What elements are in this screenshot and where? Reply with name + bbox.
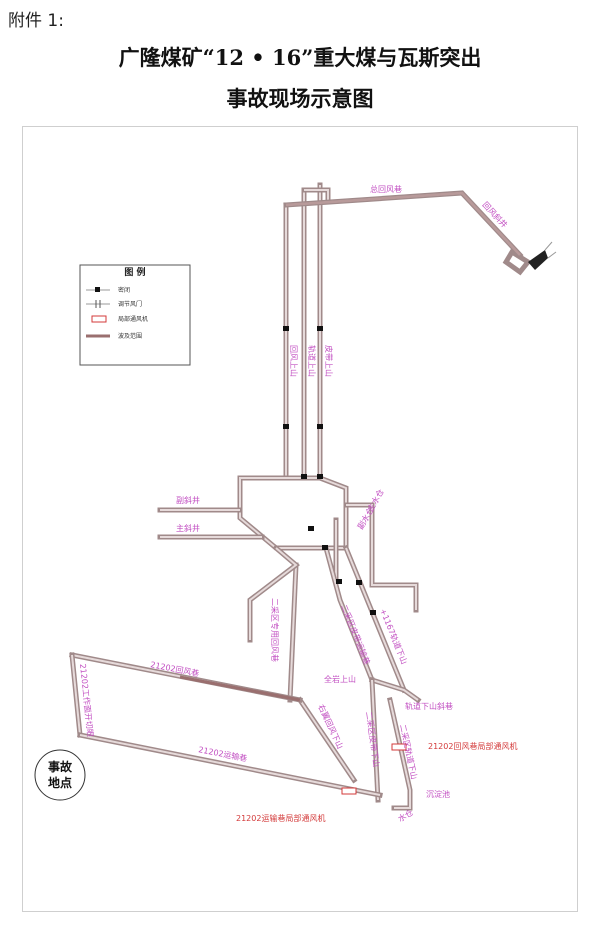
label-21202-yun-shu-fan: 21202运输巷局部通风机: [236, 813, 325, 823]
map-frame: [22, 126, 578, 912]
seal-mark: [317, 326, 323, 331]
page-title: 广隆煤矿“12 • 16”重大煤与瓦斯突出: [118, 45, 482, 70]
seal-mark: [317, 424, 323, 429]
label-21202-hui-feng-fan: 21202回风巷局部通风机: [428, 741, 517, 751]
seal-mark: [336, 579, 342, 584]
seal-mark: [370, 610, 376, 615]
legend-item-local-fan: 局部通风机: [91, 315, 148, 323]
legend: 图 例 密闭 调节风门 局部通风机 波及范围: [79, 264, 191, 366]
label-gui-dao-xia-shan-xie-xiang: 轨道下山斜巷: [405, 701, 453, 711]
seal-mark: [301, 474, 307, 479]
seal-mark: [317, 474, 323, 479]
seal-mark: [283, 326, 289, 331]
accident-location: 事故 地点: [34, 749, 86, 801]
seal-mark: [308, 526, 314, 531]
roadway-hui-feng-xie-jing-end: [502, 248, 532, 276]
legend-box: [79, 264, 191, 366]
label-gui-dao-shang-shan: 轨道上山: [307, 345, 317, 377]
label-fu-xie-jing: 副斜井: [176, 495, 200, 505]
legend-item-seal: 密闭: [86, 286, 130, 294]
page-subtitle: 事故现场示意图: [226, 86, 374, 111]
legend-label: 波及范围: [118, 332, 142, 340]
seal-markers: [283, 326, 376, 615]
attachment-label: 附件 1:: [8, 11, 64, 31]
seal-mark: [356, 580, 362, 585]
seal-mark: [283, 424, 289, 429]
label-zhu-xie-jing: 主斜井: [176, 523, 200, 533]
legend-label: 调节风门: [118, 300, 142, 308]
label-chen-dian-chi: 沉淀池: [426, 789, 450, 799]
legend-label: 局部通风机: [118, 315, 148, 323]
accident-text-line2: 地点: [48, 775, 72, 790]
seal-mark: [322, 545, 328, 550]
label-quan-yan-shang-shan: 全岩上山: [324, 674, 356, 684]
label-er-cai-zhuan-yong-hui-feng-xiang: 二采区专用回风巷: [270, 598, 280, 662]
accident-location-circle: [34, 749, 86, 801]
local-fans: [341, 743, 407, 795]
main-fan-icon: [528, 250, 548, 270]
label-pi-dai-shang-shan: 皮带上山: [324, 345, 334, 377]
label-zong-hui-feng-xiang: 总回风巷: [370, 184, 402, 194]
roadway-shui-cang: [343, 502, 419, 613]
local-fan-icon: [341, 787, 357, 795]
accident-text-line1: 事故: [48, 759, 73, 774]
local-fan-icon: [391, 743, 407, 751]
label-hui-feng-shang-shan: 回风上山: [289, 345, 299, 377]
label-er-cai-pi-dai-yun-shu-xiang: 二采区皮带运输巷: [339, 603, 372, 666]
legend-label: 密闭: [118, 286, 130, 294]
legend-item-regulator: 调节风门: [86, 300, 142, 308]
label-er-cai-pi-dai-xia-shan: 二采区皮带下山: [364, 711, 382, 768]
legend-item-affected-range: 波及范围: [86, 332, 142, 340]
legend-title: 图 例: [124, 266, 145, 278]
affected-range: [179, 191, 521, 702]
